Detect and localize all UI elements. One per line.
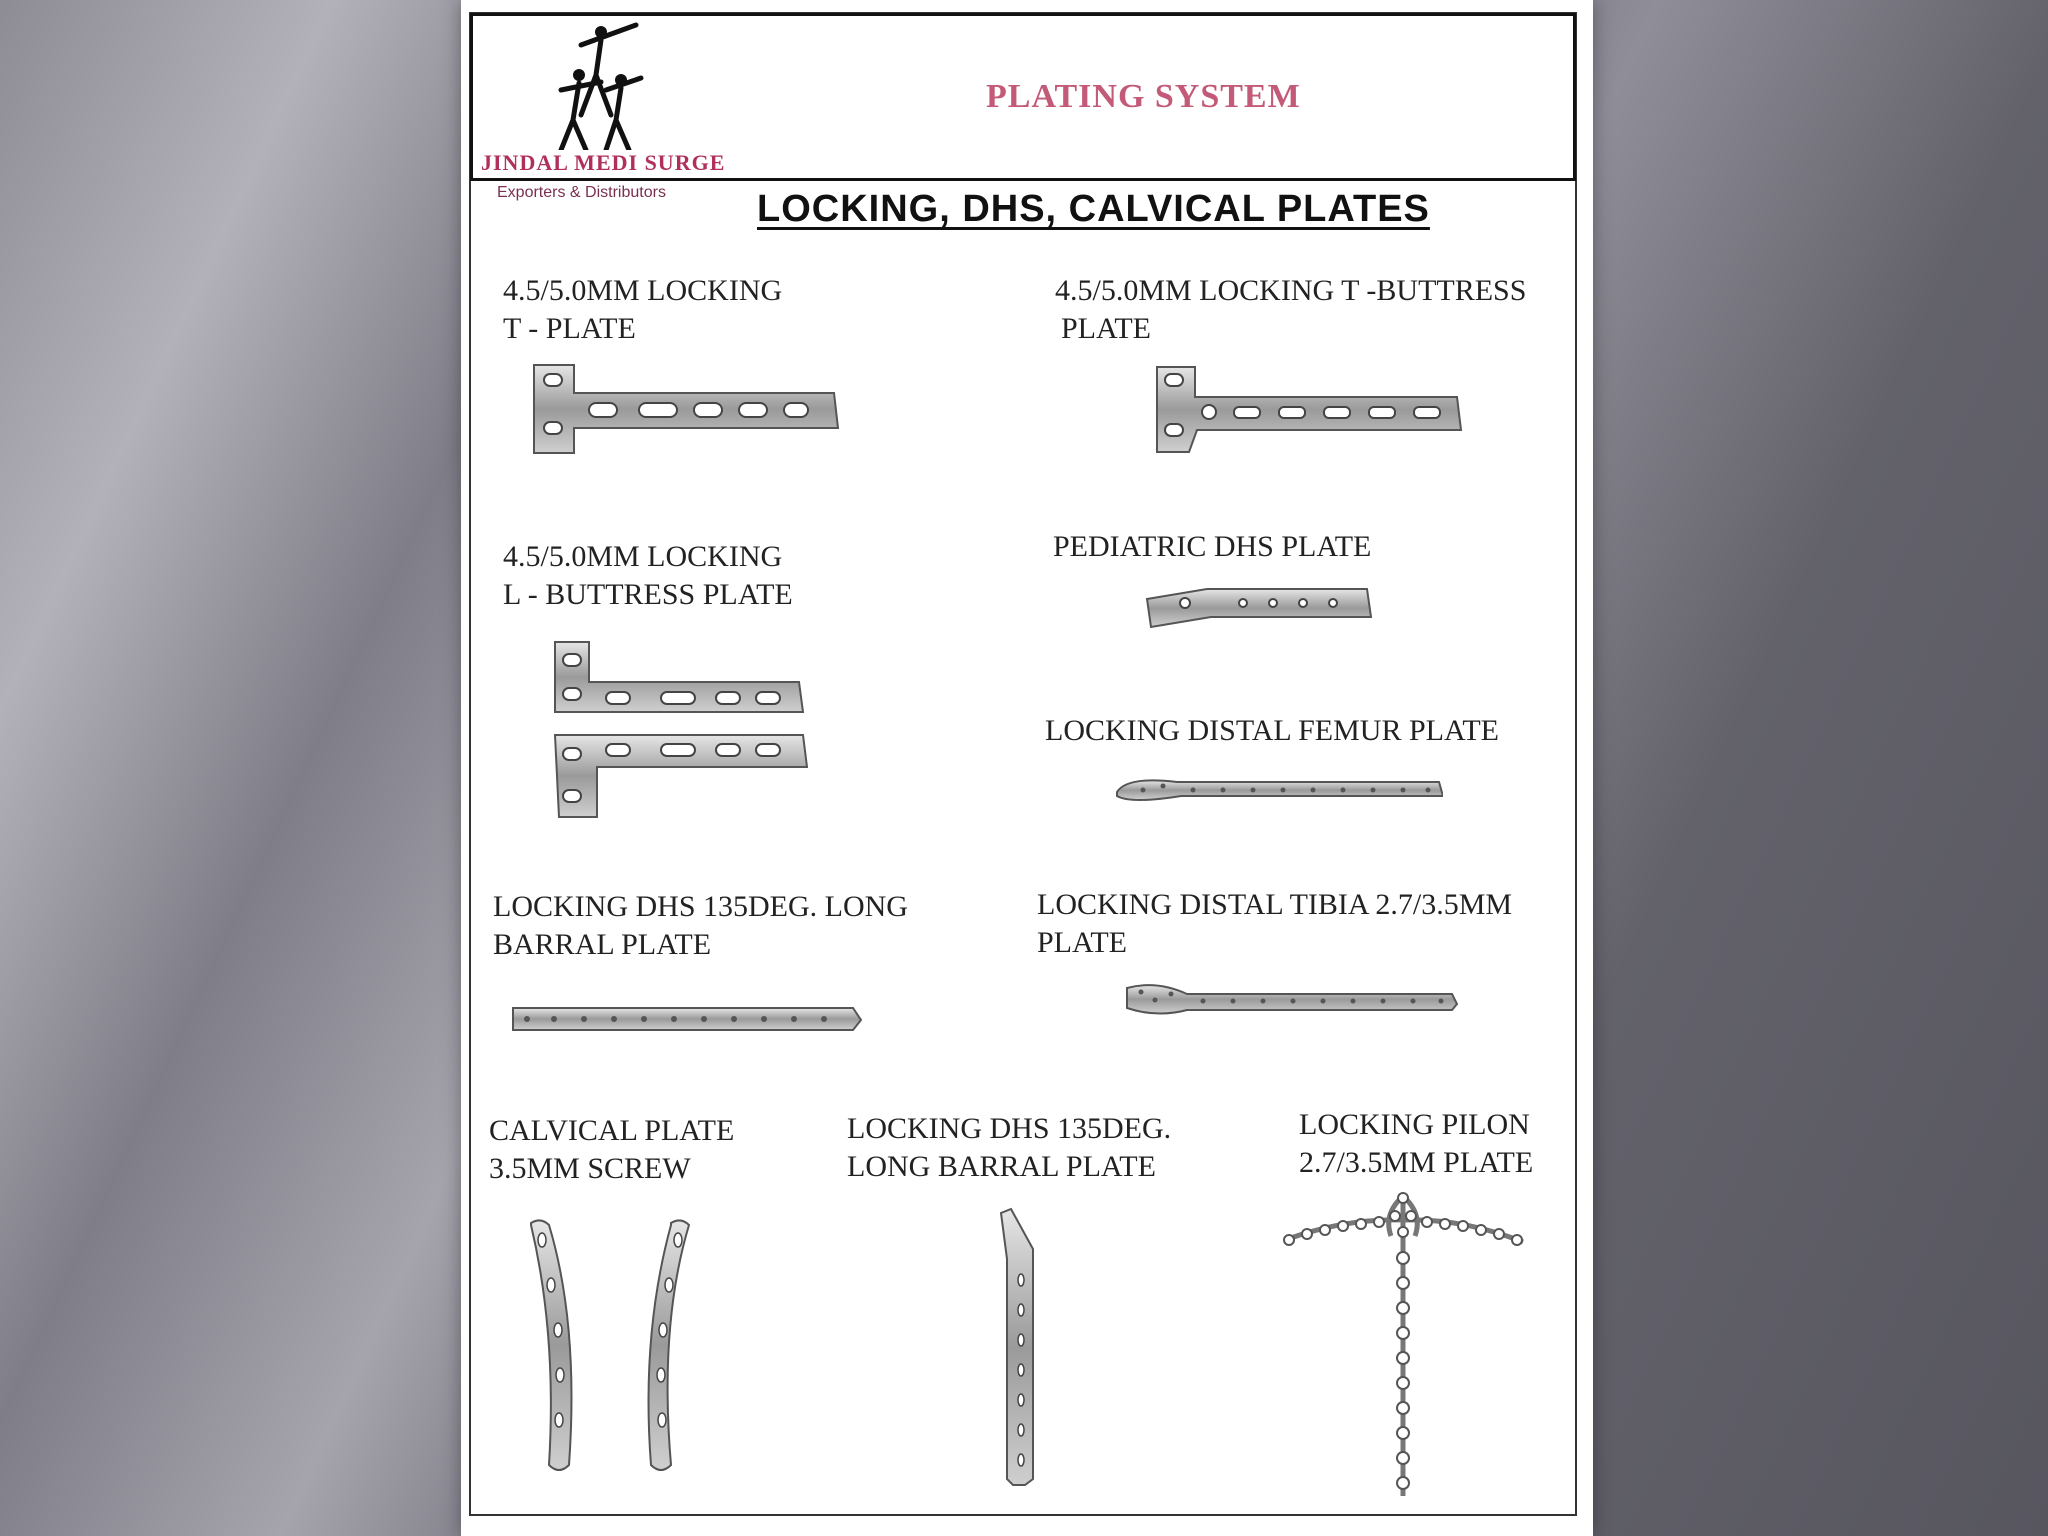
- pediatric-dhs-plate-image: [1145, 588, 1373, 629]
- distal-femur-plate-image: [1116, 779, 1443, 801]
- product-label-pilon: LOCKING PILON 2.7/3.5MM PLATE: [1299, 1108, 1534, 1179]
- dhs-135-vertical-plate-image: [999, 1207, 1034, 1486]
- header-box: [470, 13, 1576, 181]
- catalog-page: JINDAL MEDI SURGE Exporters & Distributo…: [461, 0, 1593, 1536]
- plating-system-title: PLATING SYSTEM: [986, 78, 1301, 115]
- product-label-l-buttress: 4.5/5.0MM LOCKING L - BUTTRESS PLATE: [503, 540, 793, 611]
- brand-name: JINDAL MEDI SURGE: [481, 150, 726, 175]
- product-label-dhs-135-long-barral: LOCKING DHS 135DEG. LONG BARRAL PLATE: [493, 890, 908, 961]
- product-label-pediatric-dhs: PEDIATRIC DHS PLATE: [1053, 530, 1372, 563]
- product-label-dhs-135-long-barral-2: LOCKING DHS 135DEG. LONG BARRAL PLATE: [847, 1112, 1172, 1183]
- t-plate-image: [533, 364, 839, 454]
- brand-tagline: Exporters & Distributors: [497, 184, 666, 201]
- distal-tibia-plate-image: [1126, 984, 1459, 1015]
- calvical-plate-image: [530, 1219, 691, 1471]
- dhs-135-long-barral-plate-image: [512, 1007, 863, 1031]
- product-label-distal-tibia: LOCKING DISTAL TIBIA 2.7/3.5MM PLATE: [1037, 888, 1513, 959]
- product-label-distal-femur: LOCKING DISTAL FEMUR PLATE: [1045, 714, 1499, 747]
- jindal-logo-icon: [558, 22, 644, 150]
- l-buttress-plate-image: [553, 641, 809, 818]
- t-buttress-plate-image: [1156, 366, 1463, 453]
- pilon-plate-image: [1283, 1192, 1524, 1496]
- page-title: LOCKING, DHS, CALVICAL PLATES: [757, 188, 1430, 230]
- product-label-t-plate: 4.5/5.0MM LOCKING T - PLATE: [503, 274, 783, 345]
- product-label-t-buttress: 4.5/5.0MM LOCKING T -BUTTRESS PLATE: [1055, 274, 1527, 345]
- product-label-calvical: CALVICAL PLATE 3.5MM SCREW: [489, 1114, 735, 1185]
